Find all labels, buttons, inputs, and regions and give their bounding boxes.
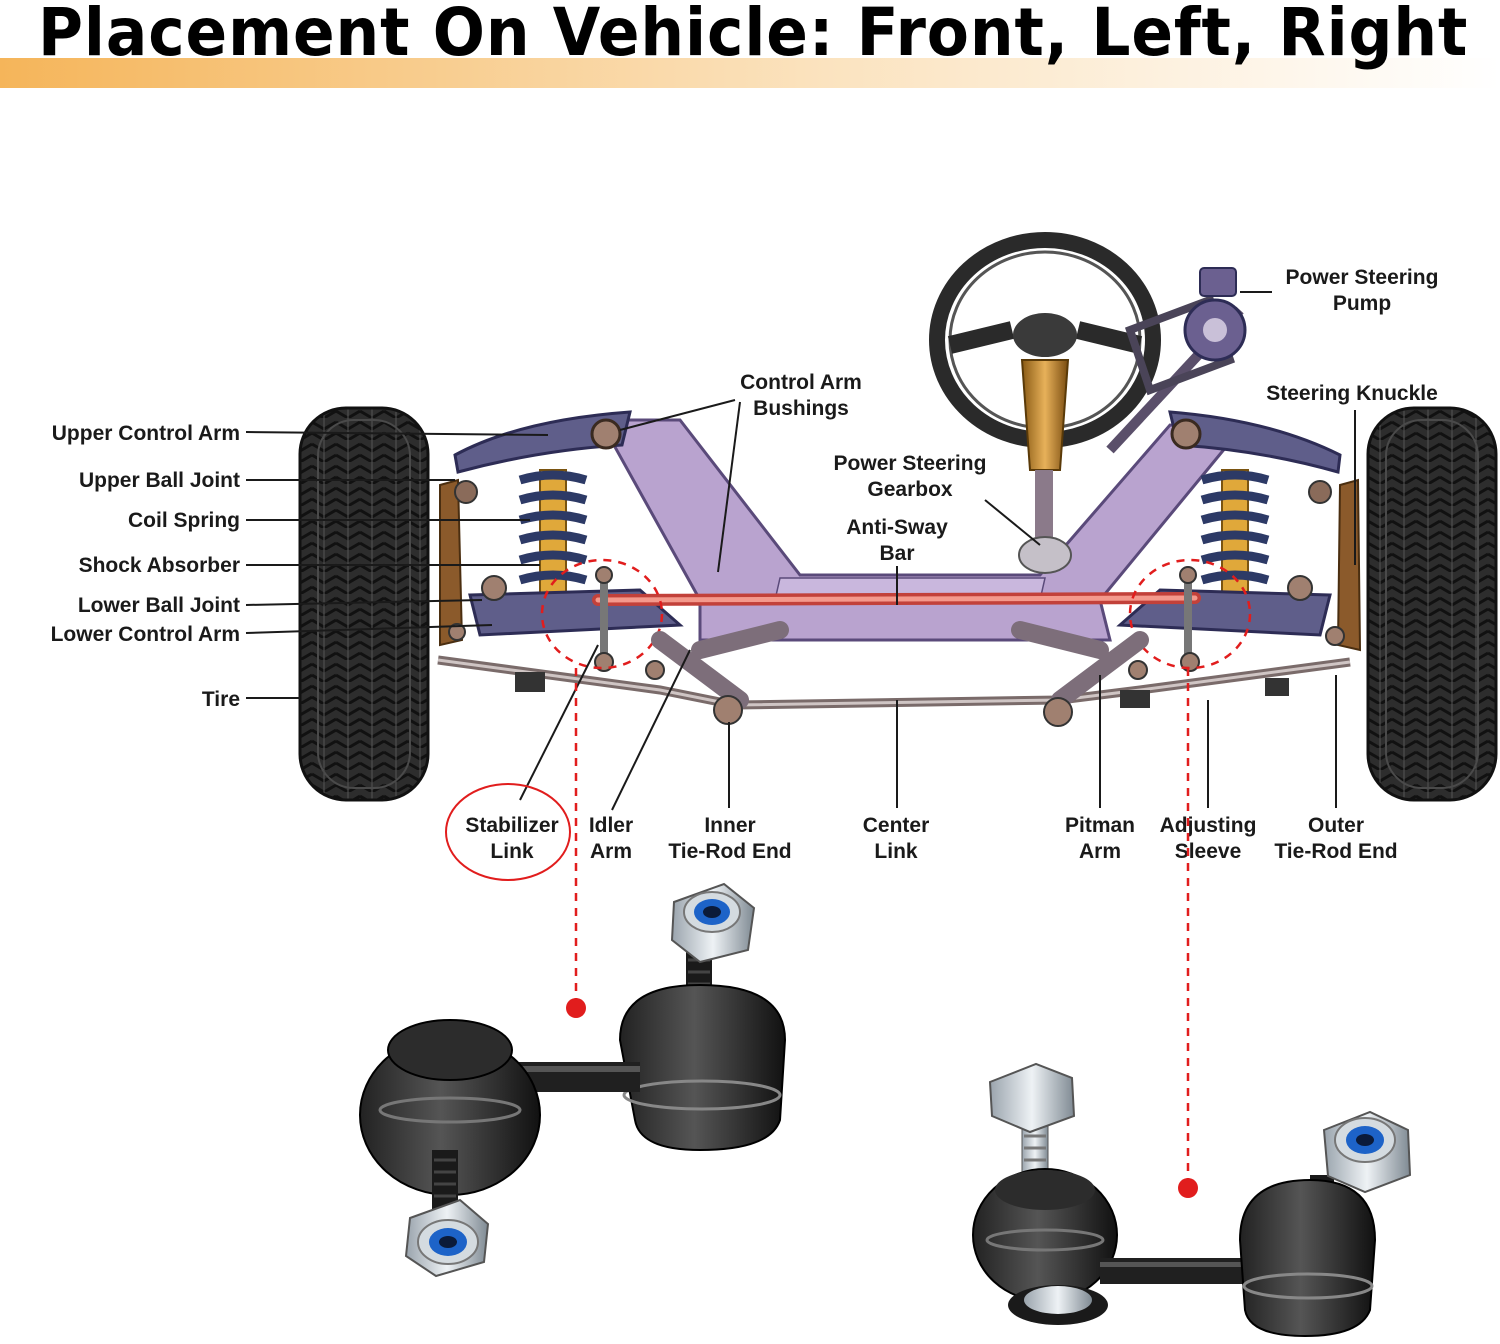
label-power-steering-pump-1: Power Steering: [1286, 266, 1439, 289]
steering-linkage: [437, 621, 1351, 727]
label-outer-tie-rod-end-1: Outer: [1308, 814, 1364, 837]
label-adjusting-sleeve-2: Sleeve: [1175, 840, 1242, 863]
coil-spring-icon: [518, 469, 588, 601]
bushing-left: [590, 418, 622, 450]
page-title: Placement On Vehicle: Front, Left, Right: [38, 0, 1469, 71]
label-power-steering-gearbox-1: Power Steering: [834, 452, 987, 475]
leader-power-steering-gearbox: [984, 499, 1041, 546]
nut-icon: [404, 1198, 490, 1278]
steering-wheel-icon: [929, 232, 1161, 574]
connector-dot-left: [566, 998, 586, 1018]
bushing-right: [1170, 418, 1202, 450]
label-power-steering-gearbox-2: Gearbox: [867, 478, 953, 501]
lower-ball-joint-right: [1287, 575, 1313, 601]
coil-spring-icon: [1200, 469, 1270, 601]
tire-icon: [1366, 406, 1498, 802]
power-steering-pump-icon: [1106, 267, 1247, 454]
connector-dot-right: [1178, 1178, 1198, 1198]
label-idler-arm-1: Idler: [589, 814, 633, 837]
nut-icon: [670, 882, 756, 964]
label-adjusting-sleeve-1: Adjusting: [1160, 814, 1257, 837]
label-outer-tie-rod-end-2: Tie-Rod End: [1274, 840, 1397, 863]
nut-icon: [1322, 1110, 1412, 1194]
lower-ball-joint-left: [481, 575, 507, 601]
stabilizer-link-part-icon: [972, 1062, 1412, 1338]
label-steering-knuckle: Steering Knuckle: [1266, 382, 1438, 405]
nut-icon: [988, 1062, 1076, 1134]
upper-ball-joint-right: [1308, 480, 1332, 504]
label-power-steering-pump-2: Pump: [1333, 292, 1391, 315]
label-upper-control-arm: Upper Control Arm: [52, 422, 240, 445]
leader-stabilizer-link: [519, 644, 599, 801]
label-anti-sway-bar-1: Anti-Sway: [846, 516, 948, 539]
label-stabilizer-link-1: Stabilizer: [465, 814, 558, 837]
label-control-arm-bushings-1: Control Arm: [740, 371, 862, 394]
title-band: Placement On Vehicle: Front, Left, Right: [0, 0, 1500, 88]
label-stabilizer-link-2: Link: [490, 840, 533, 863]
stabilizer-link-part-icon: [359, 882, 787, 1278]
label-center-link-1: Center: [863, 814, 930, 837]
label-upper-ball-joint: Upper Ball Joint: [79, 469, 240, 492]
leader-lower-control-arm: [245, 624, 493, 634]
label-anti-sway-bar-2: Bar: [879, 542, 914, 565]
leader-control-arm-bushings-1: [619, 399, 736, 431]
stabilizer-highlight-left: [540, 558, 664, 670]
label-inner-tie-rod-end-1: Inner: [704, 814, 755, 837]
label-tire: Tire: [202, 688, 240, 711]
leader-control-arm-bushings-2: [717, 401, 741, 573]
upper-ball-joint-left: [454, 480, 478, 504]
label-idler-arm-2: Arm: [590, 840, 632, 863]
label-center-link-2: Link: [874, 840, 917, 863]
leader-idler-arm: [611, 649, 691, 811]
label-pitman-arm-1: Pitman: [1065, 814, 1135, 837]
label-pitman-arm-2: Arm: [1079, 840, 1121, 863]
steering-knuckle-left: [439, 478, 464, 647]
stabilizer-label-highlight: [445, 783, 571, 881]
label-inner-tie-rod-end-2: Tie-Rod End: [668, 840, 791, 863]
stabilizer-highlight-right: [1128, 558, 1252, 670]
label-lower-control-arm: Lower Control Arm: [51, 623, 240, 646]
tire-icon: [298, 406, 430, 802]
title-gradient: [0, 58, 1500, 88]
label-coil-spring: Coil Spring: [128, 509, 240, 532]
leader-upper-control-arm: [245, 431, 549, 436]
stabilizer-link-right: [1179, 566, 1200, 672]
leader-lower-ball-joint: [245, 599, 483, 606]
steering-knuckle-right: [1336, 478, 1362, 652]
label-control-arm-bushings-2: Bushings: [753, 397, 849, 420]
label-shock-absorber: Shock Absorber: [79, 554, 240, 577]
label-lower-ball-joint: Lower Ball Joint: [78, 594, 240, 617]
